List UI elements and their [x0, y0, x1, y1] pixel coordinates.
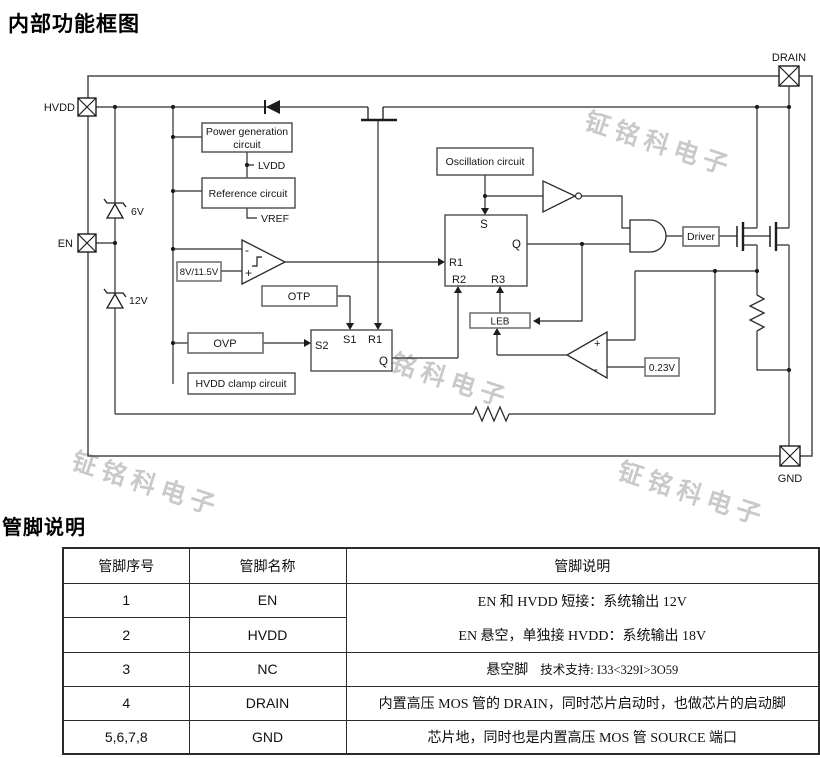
pin-number-cell: 2 — [62, 617, 190, 653]
latch-r2-label: R2 — [452, 274, 466, 286]
current-sense-comparator: + - — [565, 330, 608, 380]
uvlo-comparator: - + — [241, 238, 287, 286]
support-contact-text: 技术支持: I33<329I>3O59 — [540, 663, 679, 677]
net-label-lvdd: LVDD — [258, 160, 286, 172]
sense-resistor — [748, 294, 766, 332]
table-row: 4 DRAIN 内置高压 MOS 管的 DRAIN，同时芯片启动时，也做芯片的启… — [62, 685, 820, 721]
block-label: OVP — [213, 338, 236, 350]
hysteresis-icon — [252, 256, 262, 267]
pin-label: HVDD — [44, 102, 75, 114]
pin-label: GND — [778, 473, 803, 485]
block-reference-circuit: Reference circuit — [201, 177, 296, 209]
pin-en: EN — [58, 233, 97, 253]
comparator-plus-label: + — [594, 338, 600, 350]
block-label: Power generation — [206, 126, 288, 138]
power-mosfets — [736, 222, 778, 251]
wire-group — [96, 86, 790, 446]
latch-r1-label: R1 — [368, 334, 382, 346]
latch-q-label: Q — [512, 239, 521, 251]
watermark-text: 钲铭科电子 — [614, 456, 770, 531]
pin-label: EN — [58, 238, 73, 250]
block-label: HVDD clamp circuit — [195, 378, 286, 390]
block-uvlo-ref: 8V/11.5V — [176, 261, 222, 282]
block-label: Oscillation circuit — [446, 156, 525, 168]
zener-6v-label: 6V — [131, 206, 144, 218]
latch-s2-label: S2 — [315, 340, 328, 352]
column-header-pin-number: 管脚序号 — [62, 547, 190, 584]
block-diagram: 钲铭科电子 钲铭科电子 钲铭科电子 钲铭科电子 — [44, 52, 813, 532]
column-header-pin-description: 管脚说明 — [345, 547, 820, 584]
description-text: 悬空脚 — [486, 663, 529, 678]
block-label: 8V/11.5V — [180, 267, 219, 278]
latch-s-label: S — [480, 219, 488, 231]
zener-12v-label: 12V — [129, 295, 148, 307]
pin-label: DRAIN — [772, 52, 806, 64]
block-otp: OTP — [261, 285, 338, 307]
zener-6v — [103, 198, 127, 219]
table-row: 5,6,7,8 GND 芯片地，同时也是内置高压 MOS 管 SOURCE 端口 — [62, 719, 820, 755]
pin-description-cell: 内置高压 MOS 管的 DRAIN，同时芯片启动时，也做芯片的启动脚 — [345, 685, 820, 721]
pin-name-cell: EN — [188, 582, 347, 618]
pin-drain: DRAIN — [772, 52, 806, 87]
pin-description-cell: EN 和 HVDD 短接：系统输出 12V EN 悬空，单独接 HVDD：系统输… — [345, 582, 820, 653]
startup-mosfet — [361, 107, 397, 122]
block-label: 0.23V — [649, 363, 675, 374]
pin-description-cell: 悬空脚技术支持: I33<329I>3O59 — [345, 651, 820, 687]
block-label: OTP — [288, 291, 311, 303]
table-header-row: 管脚序号 管脚名称 管脚说明 — [62, 547, 820, 584]
block-hvdd-clamp: HVDD clamp circuit — [187, 372, 296, 395]
block-leb: LEB — [469, 312, 531, 329]
feedback-resistor — [472, 405, 510, 423]
pin-name-cell: DRAIN — [188, 685, 347, 721]
table-row: 1 EN EN 和 HVDD 短接：系统输出 12V EN 悬空，单独接 HVD… — [62, 582, 820, 653]
table-row: 3 NC 悬空脚技术支持: I33<329I>3O59 — [62, 651, 820, 687]
net-label-vref: VREF — [261, 213, 289, 225]
block-driver: Driver — [682, 226, 720, 247]
block-ocp-ref: 0.23V — [644, 357, 680, 377]
watermark-text: 钲铭科电子 — [581, 106, 737, 181]
block-label: LEB — [491, 317, 510, 328]
zener-12v — [103, 288, 127, 309]
latch-s1-label: S1 — [343, 334, 356, 346]
pin-number-cell: 3 — [62, 651, 190, 687]
comparator-minus-label: - — [594, 362, 598, 376]
comparator-minus-label: - — [245, 243, 249, 257]
and-gate — [629, 219, 667, 253]
block-label: Reference circuit — [209, 188, 288, 200]
block-label: circuit — [233, 139, 261, 151]
arrowheads — [304, 208, 540, 347]
pin-hvdd: HVDD — [44, 97, 97, 117]
comparator-plus-label: + — [245, 266, 252, 280]
pin-gnd: GND — [778, 445, 803, 485]
startup-diode — [264, 100, 280, 114]
pin-description-cell: 芯片地，同时也是内置高压 MOS 管 SOURCE 端口 — [345, 719, 820, 755]
column-header-pin-name: 管脚名称 — [188, 547, 347, 584]
description-line: EN 和 HVDD 短接：系统输出 12V — [477, 594, 687, 610]
chip-border — [87, 75, 813, 457]
pin-number-cell: 4 — [62, 685, 190, 721]
pin-description-table: 管脚序号 管脚名称 管脚说明 1 EN EN 和 HVDD 短接：系统输出 12… — [62, 547, 820, 755]
latch-r3-label: R3 — [491, 274, 505, 286]
pin-name-cell: NC — [188, 651, 347, 687]
diagram-section-title: 内部功能框图 — [8, 13, 140, 36]
pin-name-cell: GND — [188, 719, 347, 755]
watermark-text: 钲铭科电子 — [68, 446, 224, 521]
block-oscillation-circuit: Oscillation circuit — [436, 147, 534, 176]
fault-latch: S2 S1 R1 Q — [310, 329, 393, 372]
block-label: Driver — [687, 231, 716, 243]
pin-name-cell: HVDD — [188, 617, 347, 653]
latch-q-label: Q — [379, 356, 388, 368]
block-power-generation: Power generation circuit — [201, 122, 293, 153]
inverter-gate — [542, 179, 583, 214]
block-ovp: OVP — [187, 332, 264, 354]
pwm-latch: S Q R1 R2 R3 — [444, 214, 528, 287]
description-line: EN 悬空，单独接 HVDD：系统输出 18V — [458, 628, 707, 644]
latch-r1-label: R1 — [449, 257, 463, 269]
pin-number-cell: 5,6,7,8 — [62, 719, 190, 755]
junction-dots — [112, 104, 792, 373]
pin-section-title: 管脚说明 — [2, 517, 86, 539]
pin-number-cell: 1 — [62, 582, 190, 618]
